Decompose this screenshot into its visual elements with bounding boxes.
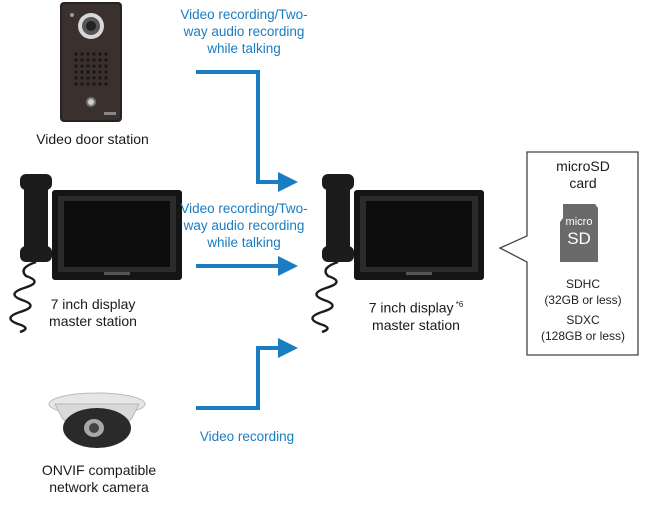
sdxc-label: SDXC	[566, 313, 600, 327]
left-master-label: 7 inch display master station	[28, 296, 158, 330]
flow-label-top: Video recording/Two- way audio recording…	[172, 6, 316, 57]
sdxc-capacity: (128GB or less)	[540, 329, 626, 343]
flow-middle-line2: way audio recording	[183, 218, 305, 233]
flow-top-line2: way audio recording	[183, 24, 305, 39]
sdhc-label: SDHC	[565, 277, 600, 291]
flow-label-middle: Video recording/Two- way audio recording…	[172, 200, 316, 251]
right-master-station-device	[311, 174, 484, 334]
right-master-superscript: *6	[455, 300, 464, 309]
arrowhead-top	[278, 172, 298, 192]
card-text-sd: SD	[567, 229, 591, 248]
microsd-card-icon	[560, 204, 598, 262]
flow-bottom-line1: Video recording	[199, 429, 295, 444]
sdhc-capacity: (32GB or less)	[544, 293, 622, 307]
card-text-micro: micro	[565, 216, 593, 228]
right-master-label-line2: master station	[372, 316, 460, 333]
left-master-label-line2: master station	[49, 313, 137, 329]
microsd-card-text: micro SD	[560, 216, 598, 249]
flow-middle-line3: while talking	[207, 235, 281, 250]
door-station-device	[60, 2, 122, 122]
left-master-label-line1: 7 inch display	[50, 296, 136, 312]
sdxc-info: SDXC (128GB or less)	[530, 312, 636, 344]
sd-title-line2: card	[569, 175, 597, 191]
camera-label-line2: network camera	[49, 479, 149, 495]
left-master-station-device	[9, 174, 182, 334]
camera-label-line1: ONVIF compatible	[41, 462, 157, 478]
door-station-label: Video door station	[36, 131, 149, 147]
flow-label-bottom: Video recording	[182, 428, 312, 445]
network-camera-device	[48, 392, 146, 448]
sd-callout-title: microSD card	[530, 158, 636, 192]
right-master-label: 7 inch display *6 master station	[346, 296, 486, 334]
sd-title-line1: microSD	[556, 158, 610, 174]
arrowhead-bottom	[278, 338, 298, 358]
sdhc-info: SDHC (32GB or less)	[530, 276, 636, 308]
right-master-label-line1: 7 inch display	[368, 299, 454, 316]
flow-arrow-top	[196, 70, 280, 184]
flow-middle-line1: Video recording/Two-	[180, 201, 308, 216]
flow-top-line1: Video recording/Two-	[180, 7, 308, 22]
camera-label: ONVIF compatible network camera	[14, 462, 184, 496]
arrowhead-middle	[278, 256, 298, 276]
flow-top-line3: while talking	[207, 41, 281, 56]
flow-arrow-bottom	[196, 346, 280, 410]
